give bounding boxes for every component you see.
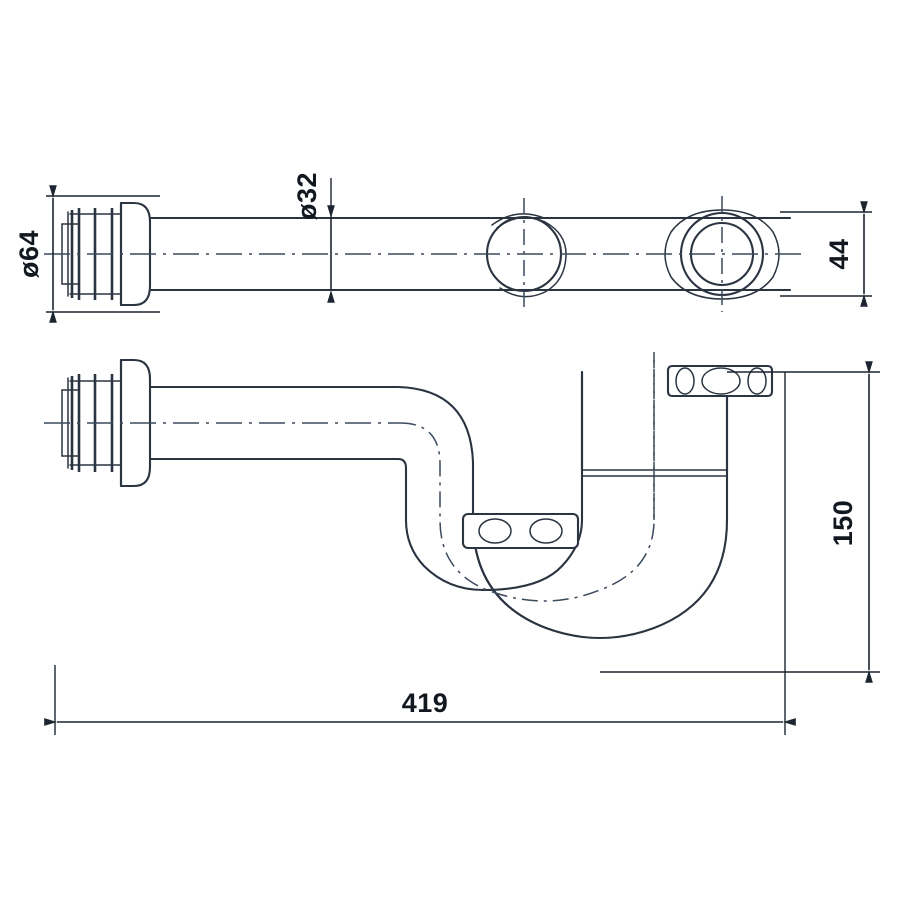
top-view — [44, 196, 806, 312]
dimension-pipe-diameter: ø32 — [292, 172, 335, 303]
dimension-pipe-diameter-label: ø32 — [292, 172, 322, 220]
dimension-flange-diameter: ø64 — [14, 185, 160, 323]
top-view-dimensions: ø64 ø32 44 — [14, 172, 872, 323]
dimension-outlet-offset-label: 44 — [824, 238, 854, 269]
dimension-trap-height: 150 — [600, 361, 880, 683]
side-elevation-view — [44, 352, 774, 639]
side-view-dimensions: 150 419 — [44, 361, 880, 735]
dimension-flange-diameter-label: ø64 — [14, 230, 44, 278]
side-view-trap-centerline — [399, 360, 655, 602]
dimension-overall-length: 419 — [44, 372, 796, 735]
dimension-trap-height-label: 150 — [828, 500, 858, 547]
dimension-outlet-offset: 44 — [780, 201, 872, 307]
side-view-mid-union-nut — [461, 512, 580, 550]
dimension-overall-length-label: 419 — [402, 688, 449, 718]
top-view-horizontal-pipe — [148, 216, 792, 292]
side-view-top-union-nut — [666, 364, 774, 398]
